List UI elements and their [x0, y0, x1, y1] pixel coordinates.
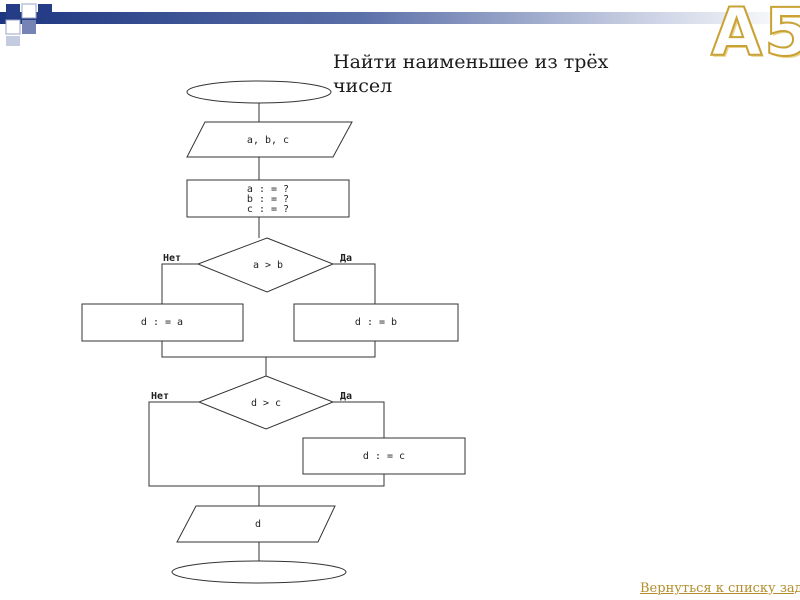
init-line-a: a : = ?: [247, 184, 289, 195]
output-block: [176, 505, 336, 543]
decision-1: [196, 237, 335, 293]
decision-2-yes-label: Да: [340, 391, 352, 402]
decorative-squares: [5, 3, 52, 46]
header-band: [0, 12, 800, 24]
assign-d-a: [81, 303, 244, 342]
init-block: [186, 179, 350, 218]
start-terminator: [186, 80, 332, 104]
init-line-b: b : = ?: [247, 194, 289, 205]
slide-title: Найти наименьшее из трёх чисел: [333, 51, 609, 97]
decision-2-no-label: Нет: [151, 391, 169, 402]
assign-d-c: [302, 437, 466, 475]
input-label: a, b, c: [247, 135, 289, 146]
decision-2-label: d > c: [251, 398, 281, 409]
decision-1-label: a > b: [253, 260, 283, 271]
assign-d-c-label: d : = c: [363, 451, 405, 462]
assign-d-b: [293, 303, 459, 342]
end-terminator: [171, 560, 347, 584]
assign-d-b-label: d : = b: [355, 317, 397, 328]
assign-d-a-label: d : = a: [141, 317, 183, 328]
decision-1-yes-label: Да: [340, 253, 352, 264]
input-block: [186, 121, 353, 158]
init-line-c: c : = ?: [247, 204, 289, 215]
task-badge: А5: [710, 0, 800, 72]
decision-1-no-label: Нет: [163, 253, 181, 264]
output-label: d: [255, 519, 261, 530]
back-to-task-list-link[interactable]: Вернуться к списку зад: [640, 581, 800, 596]
decision-2: [197, 375, 335, 430]
